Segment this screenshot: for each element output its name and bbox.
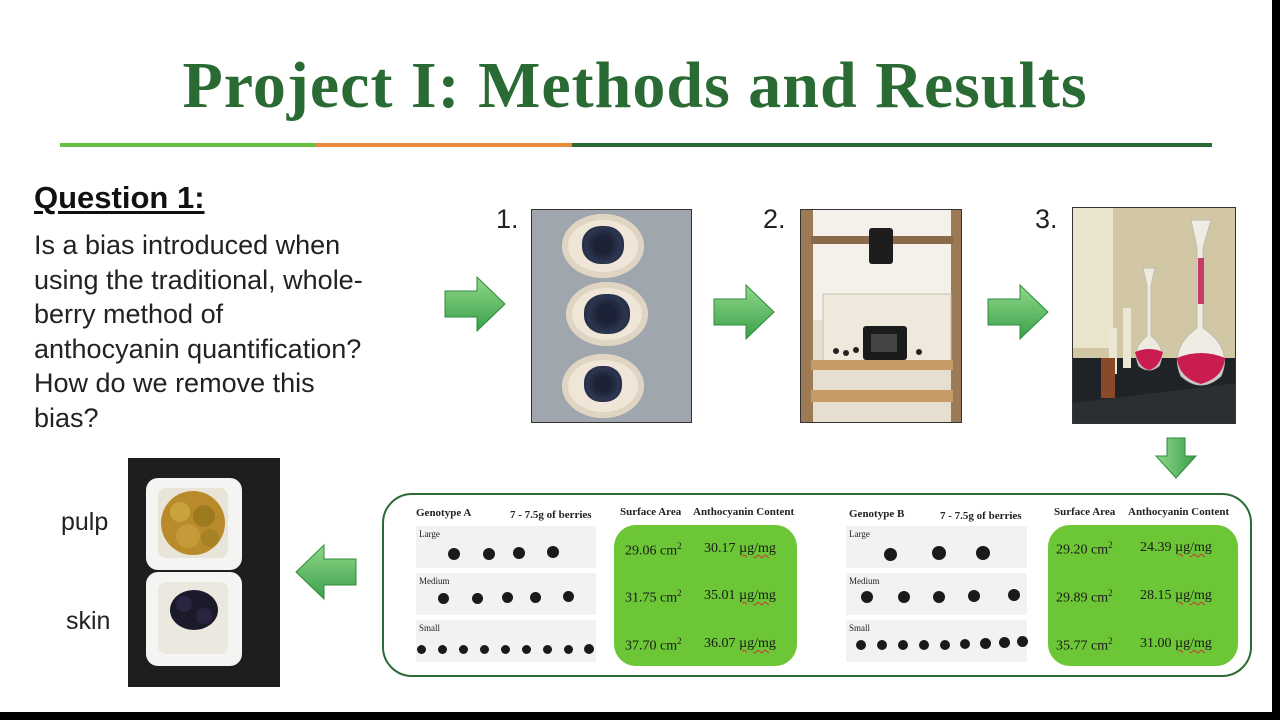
- genotype-b-medium-area: 29.89 cm2: [1056, 588, 1113, 606]
- genotype-a-title: Genotype A: [416, 507, 472, 519]
- video-bottom-bar: [0, 712, 1280, 720]
- berry: [530, 592, 541, 603]
- genotype-a-values-panel: [614, 525, 797, 666]
- question-text: Is a bias introduced when using the trad…: [34, 228, 434, 435]
- genotype-a-medium-area: 31.75 cm2: [625, 588, 682, 606]
- berry: [877, 640, 887, 650]
- question-line: using the traditional, whole-: [34, 264, 363, 295]
- genotype-b-medium-content: 28.15 µg/mg: [1140, 588, 1212, 603]
- arrow-right-icon: [987, 283, 1049, 341]
- berry: [1017, 636, 1028, 647]
- berry: [856, 640, 866, 650]
- slide-title: Project I: Methods and Results: [182, 49, 1088, 122]
- berry: [976, 546, 990, 560]
- berry: [543, 645, 552, 654]
- berry: [502, 592, 513, 603]
- size-label: Large: [849, 529, 870, 539]
- berry: [522, 645, 531, 654]
- berry: [861, 591, 873, 603]
- berry: [547, 546, 559, 558]
- berry: [884, 548, 897, 561]
- berry: [1008, 589, 1020, 601]
- berry: [968, 590, 980, 602]
- pulp-skin-photo: [128, 458, 280, 687]
- genotype-a-surface-area-header: Surface Area: [620, 506, 682, 518]
- berry: [448, 548, 460, 560]
- berry: [513, 547, 525, 559]
- question-line: berry method of: [34, 299, 224, 329]
- size-label: Large: [419, 529, 440, 539]
- camera-imaging-rig-photo: [800, 209, 962, 423]
- genotype-a-large-area: 29.06 cm2: [625, 541, 682, 559]
- berry: [501, 645, 510, 654]
- berry: [584, 644, 594, 654]
- berry: [417, 645, 426, 654]
- berry: [480, 645, 489, 654]
- genotype-b-large-area: 29.20 cm2: [1056, 540, 1113, 558]
- step-number-3: 3.: [1035, 204, 1058, 234]
- berry: [438, 645, 447, 654]
- size-label: Small: [419, 623, 441, 633]
- genotype-a-small-strip: Small: [416, 620, 596, 662]
- berry: [438, 593, 449, 604]
- berry: [564, 645, 573, 654]
- berry: [459, 645, 468, 654]
- question-line: anthocyanin quantification?: [34, 333, 362, 364]
- berry: [980, 638, 991, 649]
- size-label: Medium: [849, 576, 880, 586]
- question-line: How do we remove this: [34, 368, 315, 398]
- genotype-b-small-strip: Small: [846, 620, 1027, 662]
- genotype-a-medium-content: 35.01 µg/mg: [704, 588, 776, 603]
- berry: [999, 637, 1010, 648]
- flasks-photo: [1072, 207, 1236, 424]
- question-line: Is a bias introduced when: [34, 230, 341, 260]
- arrow-right-icon: [713, 283, 775, 341]
- genotype-a-subtitle: 7 - 7.5g of berries: [510, 509, 592, 521]
- berry: [919, 640, 929, 650]
- genotype-b-subtitle: 7 - 7.5g of berries: [940, 510, 1022, 522]
- step-number-1: 1.: [496, 204, 519, 234]
- title-rule-orange: [316, 143, 572, 147]
- title-rule-green: [60, 143, 316, 147]
- size-label: Small: [849, 623, 871, 633]
- berry: [472, 593, 483, 604]
- genotype-b-small-area: 35.77 cm2: [1056, 636, 1113, 654]
- arrow-down-icon: [1154, 437, 1198, 479]
- genotype-b-surface-area-header: Surface Area: [1054, 506, 1116, 518]
- arrow-left-icon: [295, 543, 357, 601]
- berries-on-plates-photo: [531, 209, 692, 423]
- skin-label: skin: [66, 607, 111, 635]
- genotype-b-small-content: 31.00 µg/mg: [1140, 636, 1212, 651]
- berry: [898, 591, 910, 603]
- genotype-b-anthocyanin-header: Anthocyanin Content: [1128, 506, 1230, 518]
- arrow-right-icon: [444, 275, 506, 333]
- video-right-bar: [1272, 0, 1280, 720]
- berry: [563, 591, 574, 602]
- berry: [940, 640, 950, 650]
- genotype-a-large-strip: Large: [416, 526, 596, 568]
- title-rule-dark-green: [572, 143, 1212, 147]
- berry: [932, 546, 946, 560]
- question-heading: Question 1:: [34, 180, 205, 215]
- genotype-a-small-area: 37.70 cm2: [625, 636, 682, 654]
- genotype-a-small-content: 36.07 µg/mg: [704, 636, 776, 651]
- genotype-b-title: Genotype B: [849, 508, 905, 520]
- pulp-label: pulp: [61, 508, 109, 536]
- genotype-a-large-content: 30.17 µg/mg: [704, 541, 776, 556]
- size-label: Medium: [419, 576, 450, 586]
- berry: [960, 639, 970, 649]
- berry: [933, 591, 945, 603]
- results-panel: Genotype A 7 - 7.5g of berries Surface A…: [382, 493, 1252, 677]
- berry: [483, 548, 495, 560]
- genotype-a-anthocyanin-header: Anthocyanin Content: [693, 506, 795, 518]
- berry: [898, 640, 908, 650]
- genotype-b-values-panel: [1048, 525, 1238, 666]
- step-number-2: 2.: [763, 204, 786, 234]
- question-line: bias?: [34, 402, 99, 433]
- genotype-b-large-content: 24.39 µg/mg: [1140, 540, 1212, 555]
